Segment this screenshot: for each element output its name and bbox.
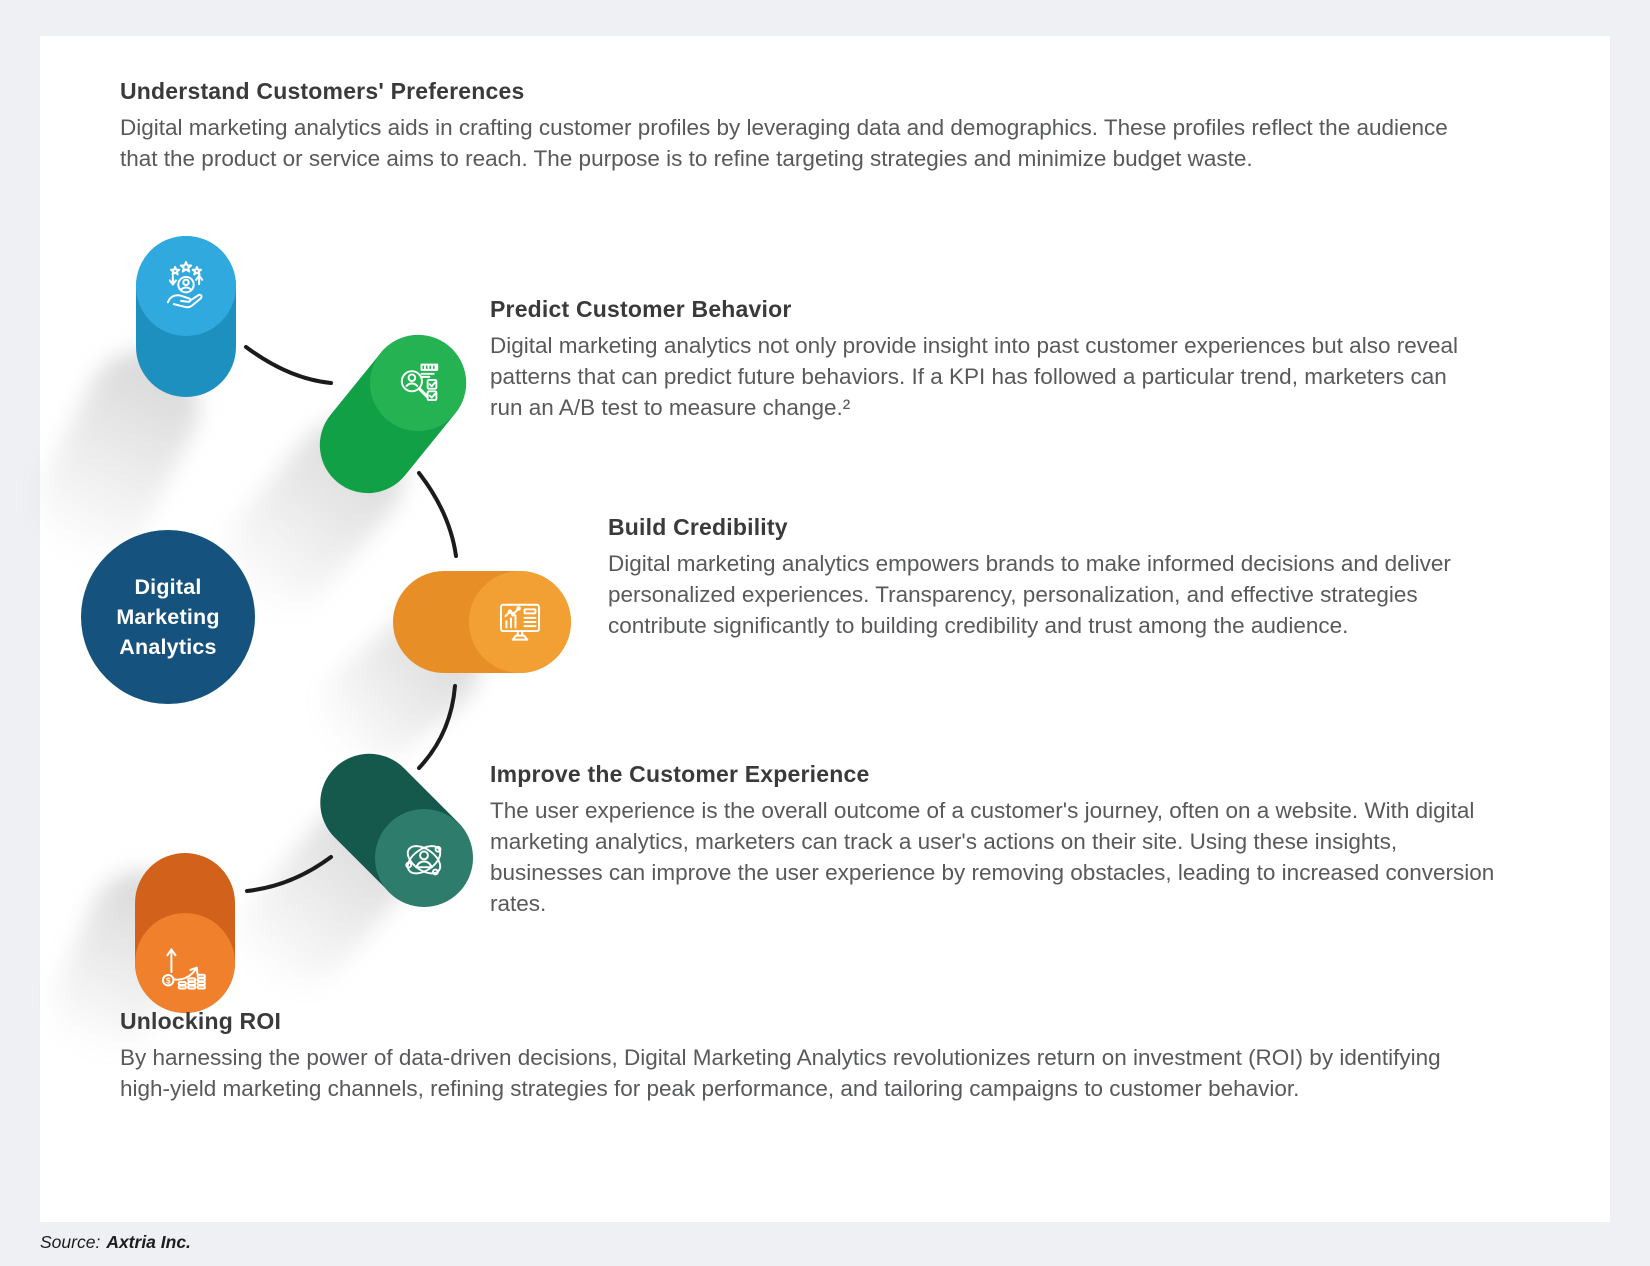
source-name: Axtria Inc. xyxy=(106,1232,191,1252)
center-hub-line: Digital xyxy=(134,575,202,599)
section-body: By harnessing the power of data-driven d… xyxy=(120,1045,1441,1101)
center-hub-line: Marketing xyxy=(116,605,220,629)
section-predict-customer-behavior: Predict Customer Behavior Digital market… xyxy=(490,296,1458,423)
section-title: Unlocking ROI xyxy=(120,1008,282,1034)
section-title: Understand Customers' Preferences xyxy=(120,78,525,104)
source-prefix: Source: xyxy=(40,1232,101,1252)
section-body: Digital marketing analytics not only pro… xyxy=(490,333,1458,420)
cylinder-predict-face xyxy=(370,335,466,431)
customer-preferences-icon xyxy=(166,260,204,309)
section-body: Digital marketing analytics aids in craf… xyxy=(120,115,1448,171)
section-title: Build Credibility xyxy=(608,514,788,540)
center-hub: Digital Marketing Analytics xyxy=(81,530,255,704)
section-build-credibility: Build Credibility Digital marketing anal… xyxy=(608,514,1490,641)
cylinder-roi-face: $ xyxy=(135,913,235,1013)
section-body: Digital marketing analytics empowers bra… xyxy=(608,551,1451,638)
roi-growth-icon: $ xyxy=(161,948,206,990)
center-hub-line: Analytics xyxy=(119,635,217,659)
cylinder-understand-face xyxy=(136,236,236,336)
content-card xyxy=(40,36,1610,1222)
predict-behavior-icon xyxy=(400,363,439,402)
section-understand-customers-preferences: Understand Customers' Preferences Digita… xyxy=(120,78,1472,174)
section-title: Improve the Customer Experience xyxy=(490,761,870,787)
section-body: The user experience is the overall outco… xyxy=(490,798,1495,916)
section-unlocking-roi: Unlocking ROI By harnessing the power of… xyxy=(120,1008,1472,1104)
section-improve-customer-experience: Improve the Customer Experience The user… xyxy=(490,761,1508,919)
svg-text:$: $ xyxy=(166,976,171,985)
cylinder-experience-face xyxy=(375,809,473,907)
source-attribution: Source:Axtria Inc. xyxy=(40,1232,191,1253)
section-title: Predict Customer Behavior xyxy=(490,296,792,322)
analytics-monitor-icon xyxy=(499,603,541,641)
cylinder-credibility-face xyxy=(469,571,571,673)
customer-journey-icon xyxy=(405,845,442,876)
